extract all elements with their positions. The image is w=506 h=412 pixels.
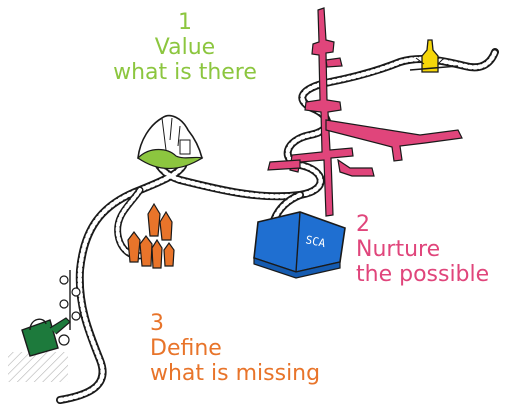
hilltop-illustration [137,114,204,169]
step-title-line: Value [154,35,216,60]
yellow-bottle-illustration [409,39,459,73]
step-value-label: 1 Value what is there [110,10,260,85]
winding-road [56,48,499,404]
orange-cluster-illustration [127,202,175,269]
step-number: 2 [356,212,370,237]
step-number: 1 [178,10,192,35]
watering-can-illustration [8,270,81,382]
step-nurture-label: 2 Nurture the possible [356,212,506,287]
step-number: 3 [150,311,164,336]
step-title-line: what is missing [150,361,321,386]
step-title-line: what is there [113,60,257,85]
book-cover-label: SCA [304,233,327,250]
blue-book-illustration: SCA [253,211,346,279]
step-define-label: 3 Define what is missing [150,311,370,386]
step-title-line: Define [150,336,222,361]
step-title-line: Nurture [356,237,441,262]
pink-city-network [267,7,463,217]
step-title-line: the possible [356,262,490,287]
